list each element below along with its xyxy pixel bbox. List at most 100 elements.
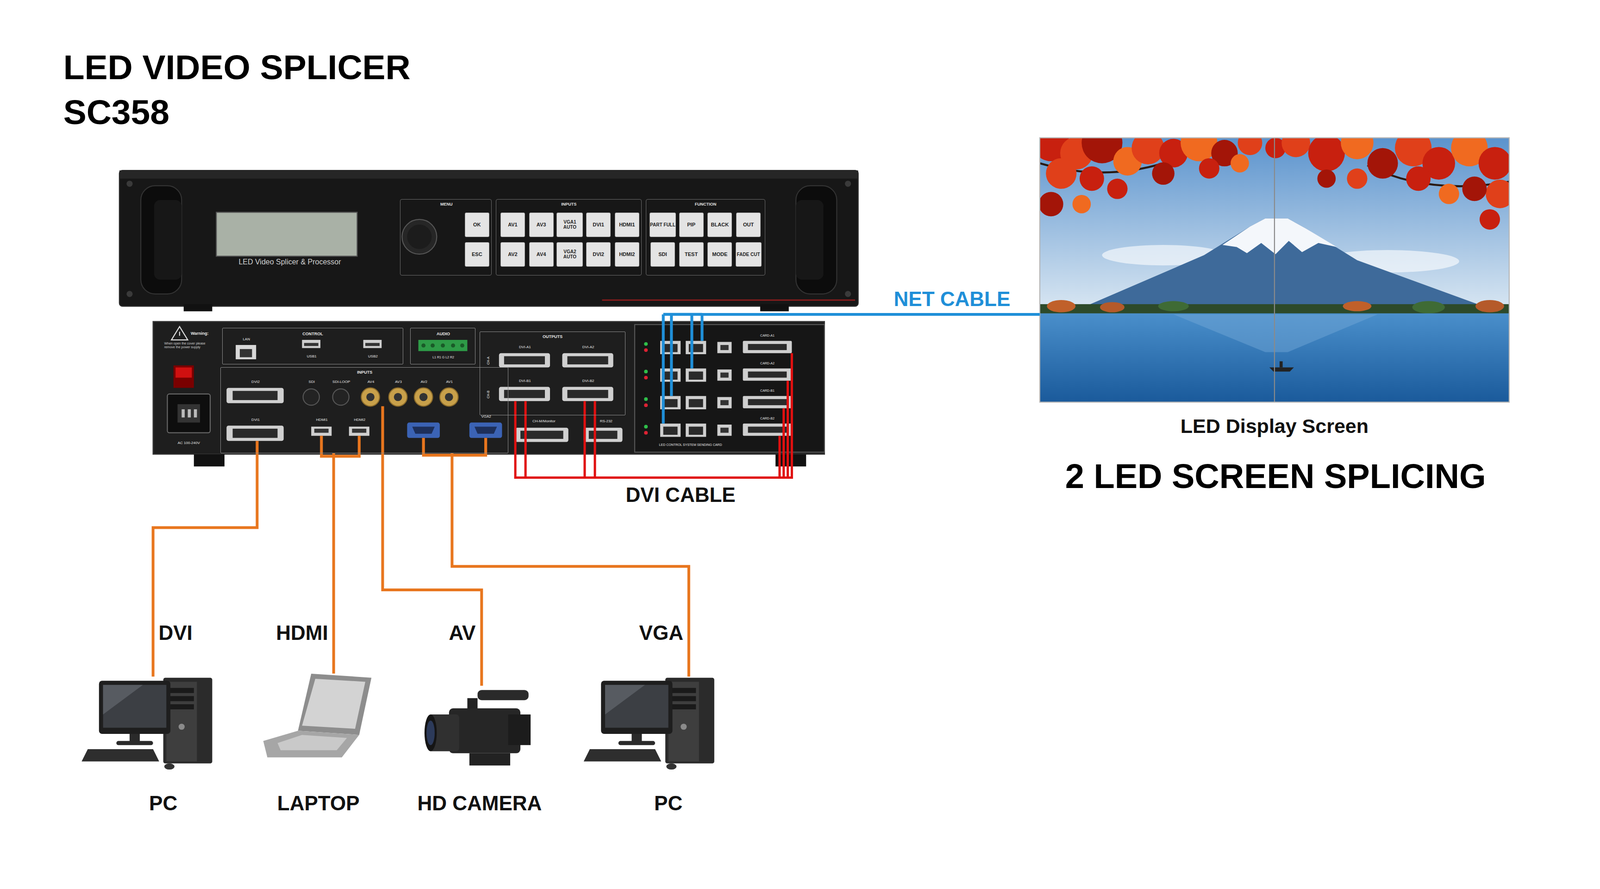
source-devices — [477, 689, 529, 700]
sending-card — [688, 399, 704, 408]
splicer-front-panel — [601, 299, 856, 301]
sending-card — [643, 431, 648, 435]
splicer-front-panel — [140, 185, 182, 294]
source-devices — [263, 730, 360, 757]
splicer-rear-panel — [515, 427, 569, 443]
source-devices — [81, 677, 213, 770]
splicer-rear-panel — [414, 387, 433, 407]
splicer-rear-panel — [567, 389, 608, 399]
panel-button: ESC — [464, 242, 490, 267]
source-devices — [298, 673, 372, 735]
button-label: VGA2 AUTO — [556, 249, 583, 260]
port-label: USB2 — [367, 354, 379, 359]
splicer-rear-panel — [562, 353, 613, 368]
splicer-front-panel — [126, 290, 133, 297]
splicer-front: LED Video Splicer & ProcessorMENUOKESCIN… — [119, 170, 859, 307]
cable-label: NET CABLE — [892, 287, 1013, 311]
sending-card — [748, 343, 788, 350]
port-label: CONTROL — [301, 331, 325, 337]
sending-card — [717, 396, 732, 408]
led-screen-picture — [1039, 137, 1510, 403]
pc-icon: PC — [81, 676, 215, 768]
port-label: DVI-A1 — [518, 345, 532, 350]
diagram-title: LED VIDEO SPLICER SC358 — [63, 44, 434, 135]
sending-card — [643, 424, 648, 429]
cable-wiring — [790, 353, 794, 453]
port-label: L1 R1 G L2 R2 — [431, 356, 456, 360]
splicer-front-panel — [216, 212, 357, 257]
sending-card — [685, 423, 707, 438]
port-section: OUTPUTSCH-ADVI-A1DVI-A2CH-BDVI-B1DVI-B2 — [479, 331, 626, 416]
led-screen-picture — [1079, 166, 1105, 191]
sending-card: CARD-A1CARD-A2CARD-B1CARD-B2LED CONTROL … — [634, 324, 825, 453]
splicer-front-panel — [183, 304, 213, 312]
button-label: PART FULL — [650, 222, 676, 228]
led-screen-picture — [1032, 122, 1515, 403]
port-label: CARD-B2 — [759, 416, 776, 421]
led-screen-picture — [1281, 137, 1311, 158]
splicer-rear-panel — [314, 428, 329, 433]
diagram-caption: 2 LED SCREEN SPLICING — [1065, 457, 1487, 496]
splicer-rear-panel — [366, 393, 375, 402]
panel-button: AV3 — [529, 212, 554, 238]
button-label: FADE CUT — [737, 252, 761, 258]
splicer-rear-panel — [193, 409, 198, 418]
led-screen-picture — [1046, 300, 1076, 313]
led-screen-picture — [1222, 218, 1337, 255]
button-group: INPUTSAV1AV3VGA1 AUTODVI1HDMI1AV2AV4VGA2… — [495, 199, 642, 276]
splicer-rear-panel — [232, 390, 278, 400]
button-label: AV4 — [536, 251, 547, 258]
panel-button: SDI — [650, 242, 675, 267]
port-label: DVI2 — [250, 380, 261, 385]
button-label: AV3 — [536, 222, 547, 228]
sending-card — [660, 423, 681, 438]
source-devices — [277, 734, 348, 750]
sending-card — [685, 395, 707, 410]
button-label: OK — [473, 222, 482, 228]
sending-card — [643, 397, 648, 401]
panel-label: CH-M/Monitor — [531, 419, 557, 424]
splicer-front-panel — [119, 170, 859, 312]
splicer-rear-panel — [504, 356, 545, 365]
port-label: AV2 — [419, 380, 429, 385]
splicer-rear-panel — [363, 339, 382, 349]
splicer-front-panel — [154, 200, 182, 280]
splicer-rear-panel — [153, 321, 825, 455]
device-label: LAPTOP — [277, 791, 360, 814]
button-label: MODE — [712, 251, 728, 258]
panel-button: OUT — [736, 212, 761, 238]
port-section: INPUTSDVI2SDISDI-LOOPAV4AV3AV2AV1DVI1HDM… — [220, 367, 509, 453]
splicer-rear-panel — [349, 426, 370, 436]
source-devices — [301, 678, 366, 729]
splicer-rear-panel — [499, 386, 550, 401]
port-label: DVI1 — [250, 417, 261, 422]
panel-button: AV4 — [529, 242, 554, 267]
port-label: USB1 — [306, 354, 318, 359]
cable-wiring — [256, 314, 792, 478]
led-screen-picture — [1158, 300, 1189, 312]
splicer-rear-panel — [303, 388, 320, 406]
splicer-rear-panel — [469, 422, 503, 438]
splicer-rear-panel — [304, 343, 319, 347]
splicer-rear-panel — [332, 388, 350, 406]
splicer-rear-panel — [430, 343, 435, 348]
button-label: TEST — [684, 251, 698, 258]
led-screen-picture — [1039, 137, 1510, 403]
port-label: AV1 — [445, 380, 455, 385]
splicer-rear-panel — [226, 387, 284, 404]
splicer-rear-panel — [187, 409, 192, 418]
splicer-rear-panel — [301, 339, 321, 349]
splicer-rear-panel — [583, 427, 623, 443]
splicer-rear-panel — [406, 422, 440, 438]
cable-label: DVI CABLE — [624, 483, 738, 507]
screen-caption: LED Display Screen — [1180, 415, 1369, 438]
sending-card — [748, 426, 788, 433]
source-devices — [81, 673, 715, 770]
sending-card — [643, 375, 648, 380]
splicer-rear-panel — [232, 428, 278, 438]
button-label: HDMI2 — [618, 251, 635, 258]
led-screen-picture — [1367, 148, 1398, 179]
cable — [515, 415, 792, 478]
